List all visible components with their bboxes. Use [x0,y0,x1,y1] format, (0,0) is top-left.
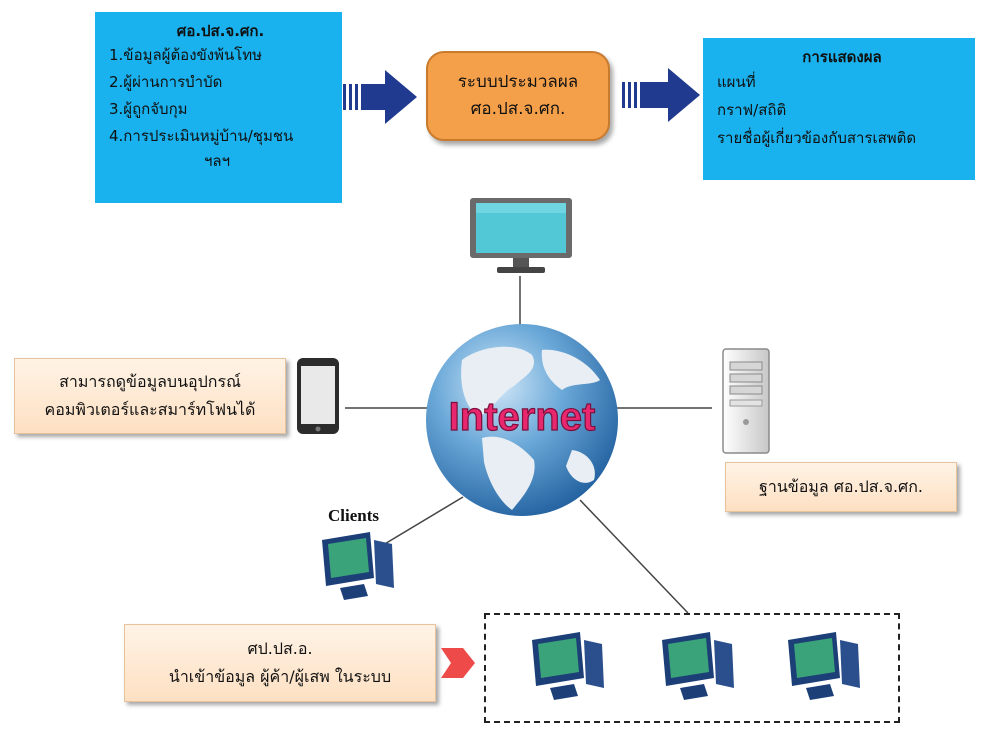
monitor-icon [470,198,572,273]
source-item-4: 4.การประเมินหมู่บ้าน/ชุมชน [109,127,294,145]
process-line-2: ศอ.ปส.จ.ศก. [470,99,566,119]
display-output-box: การแสดงผล แผนที่ กราฟ/สถิติ รายชื่อผู้เก… [703,38,975,180]
arrow-to-process-icon [343,70,417,124]
district-input-caption: ศป.ปส.อ. นำเข้าข้อมูล ผู้ค้า/ผู้เสพ ในระ… [124,624,436,702]
process-line-1: ระบบประมวลผล [457,72,579,92]
district-computer-1-icon [532,632,604,700]
arrow-to-output-icon [622,68,700,122]
district-caption-line-1: ศป.ปส.อ. [247,639,313,658]
output-item-1: แผนที่ [717,73,756,91]
source-item-2: 2.ผู้ผ่านการบำบัด [109,73,223,91]
database-caption-text: ฐานข้อมูล ศอ.ปส.จ.ศก. [759,477,923,496]
district-clients-group [484,613,900,723]
internet-globe-icon: Internet [426,324,618,516]
district-computer-2-icon [662,632,734,700]
red-chevron-arrow-icon [441,648,475,678]
server-icon [722,348,770,454]
source-item-5: ฯลฯ [204,152,231,170]
output-item-3: รายชื่อผู้เกี่ยวข้องกับสารเสพติด [717,129,917,147]
clients-label: Clients [328,506,379,525]
source-item-3: 3.ผู้ถูกจับกุม [109,100,188,118]
database-caption: ฐานข้อมูล ศอ.ปส.จ.ศก. [725,462,957,512]
source-item-1: 1.ข้อมูลผู้ต้องขังพ้นโทษ [109,46,263,64]
smartphone-icon [297,358,339,434]
district-caption-line-2: นำเข้าข้อมูล ผู้ค้า/ผู้เสพ ในระบบ [168,667,392,686]
processing-system-box: ระบบประมวลผล ศอ.ปส.จ.ศก. [426,51,610,141]
client-computer-icon [322,532,394,600]
globe-label: Internet [449,395,596,439]
district-computer-3-icon [788,632,860,700]
output-box-title: การแสดงผล [802,48,882,66]
output-item-2: กราฟ/สถิติ [717,101,787,119]
source-box-title: ศอ.ปส.จ.ศก. [176,22,265,40]
mobile-access-caption: สามารถดูข้อมูลบนอุปกรณ์ คอมพิวเตอร์และสม… [14,358,286,434]
mobile-caption-line-2: คอมพิวเตอร์และสมาร์ทโฟนได้ [44,400,256,419]
mobile-caption-line-1: สามารถดูข้อมูลบนอุปกรณ์ [59,372,241,391]
source-data-box: ศอ.ปส.จ.ศก. 1.ข้อมูลผู้ต้องขังพ้นโทษ 2.ผ… [95,12,342,203]
